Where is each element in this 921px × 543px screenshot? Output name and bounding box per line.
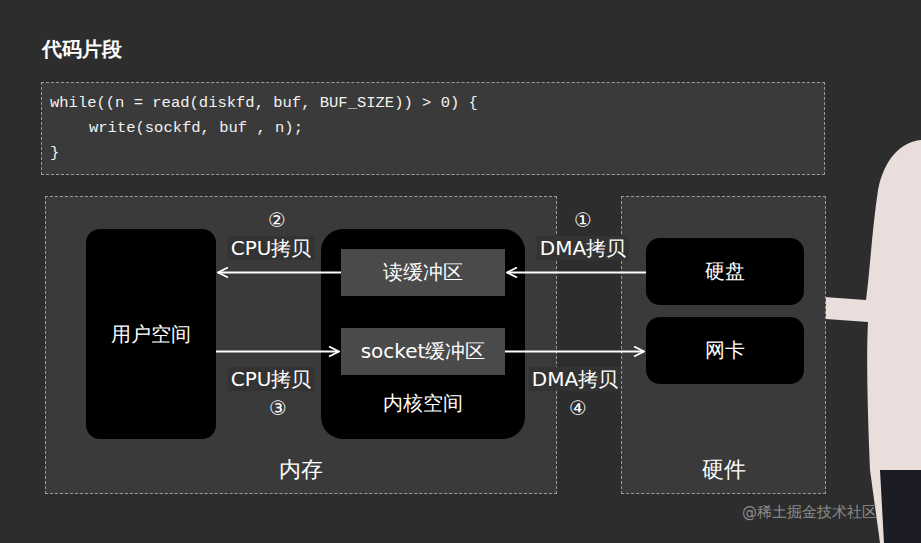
code-line: } [50,141,816,166]
edge-label: CPU拷贝 [228,236,315,260]
region-label: 硬件 [702,455,746,485]
box-label: 读缓冲区 [383,259,463,286]
kernel-space-box: 内核空间 读缓冲区 socket缓冲区 [321,229,525,439]
edge-label: DMA拷贝 [537,236,629,260]
box-label: 网卡 [705,337,745,364]
edge-label: DMA拷贝 [529,367,621,391]
watermark: @稀土掘金技术社区 [742,503,877,522]
callout-number: ④ [569,396,587,420]
buffer-box: socket缓冲区 [341,328,505,375]
presenter-trousers [880,470,921,543]
edge-label: CPU拷贝 [228,367,315,391]
callout-number: ③ [269,396,287,420]
box-label: 用户空间 [111,321,191,348]
box-label: socket缓冲区 [361,338,486,365]
code-line: while((n = read(diskfd, buf, BUF_SIZE)) … [50,91,816,116]
code-line: write(sockfd, buf , n); [50,116,816,141]
device-box: 硬盘 [646,238,804,305]
region-label: 内存 [279,455,323,485]
box-label: 硬盘 [705,258,745,285]
callout-number: ① [574,208,592,232]
callout-number: ② [268,208,286,232]
device-box: 网卡 [646,317,804,384]
user-space-box: 用户空间 [86,229,216,439]
buffer-box: 读缓冲区 [341,249,505,296]
hardware-region: 硬件硬盘网卡 [621,196,826,494]
code-snippet-box: while((n = read(diskfd, buf, BUF_SIZE)) … [41,82,825,175]
box-label: 内核空间 [383,390,463,417]
diagram-title: 代码片段 [42,36,122,63]
